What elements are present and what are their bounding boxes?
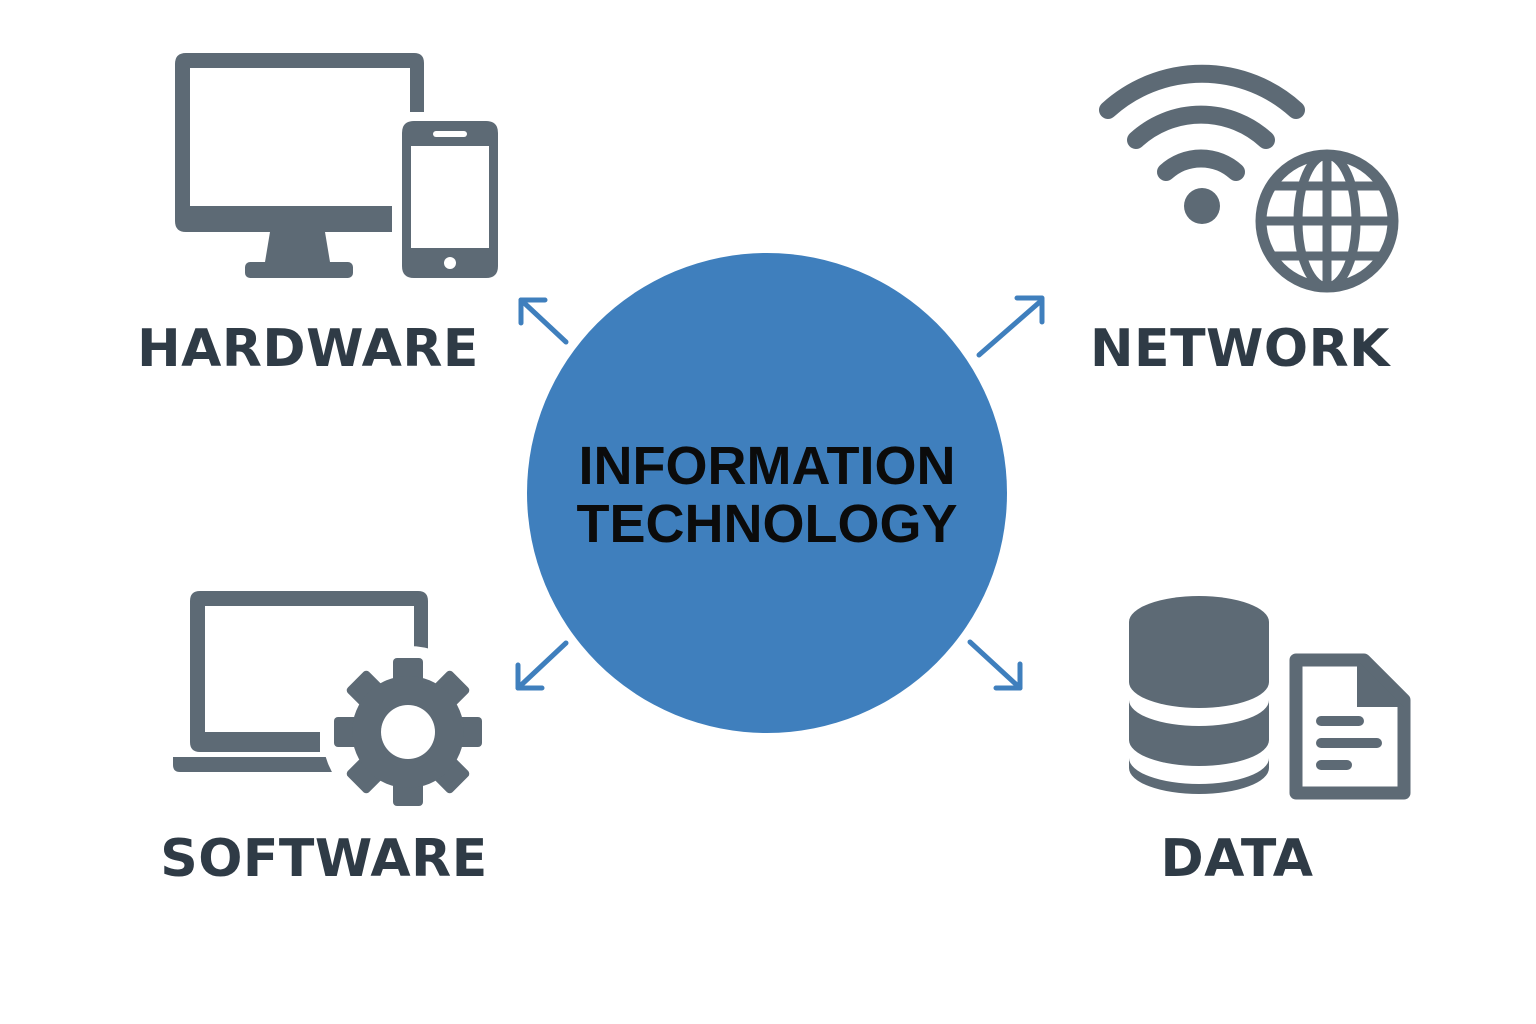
hardware-node: HARDWARE (137, 53, 498, 379)
hardware-label: HARDWARE (137, 319, 479, 379)
data-node: DATA (1129, 596, 1416, 889)
network-node: NETWORK (1090, 64, 1403, 379)
arrow-to-software (515, 640, 569, 691)
data-label: DATA (1160, 829, 1313, 889)
arrow-to-network (976, 295, 1045, 358)
smartphone-icon (402, 121, 498, 278)
arrow-to-hardware (518, 297, 569, 345)
center-title-line2: TECHNOLOGY (576, 494, 957, 554)
monitor-icon (175, 53, 424, 278)
globe-icon (1251, 145, 1403, 297)
network-label: NETWORK (1090, 319, 1391, 379)
center-title-line1: INFORMATION (579, 436, 956, 496)
laptop-icon (173, 591, 428, 772)
gear-icon (322, 646, 494, 818)
center-circle (527, 253, 1007, 733)
software-label: SOFTWARE (160, 829, 487, 889)
arrow-to-data (967, 639, 1023, 691)
software-node: SOFTWARE (160, 591, 494, 889)
center-node: INFORMATION TECHNOLOGY (527, 253, 1007, 733)
database-icon (1129, 596, 1269, 794)
document-icon (1280, 648, 1416, 806)
wifi-icon (1099, 64, 1305, 224)
